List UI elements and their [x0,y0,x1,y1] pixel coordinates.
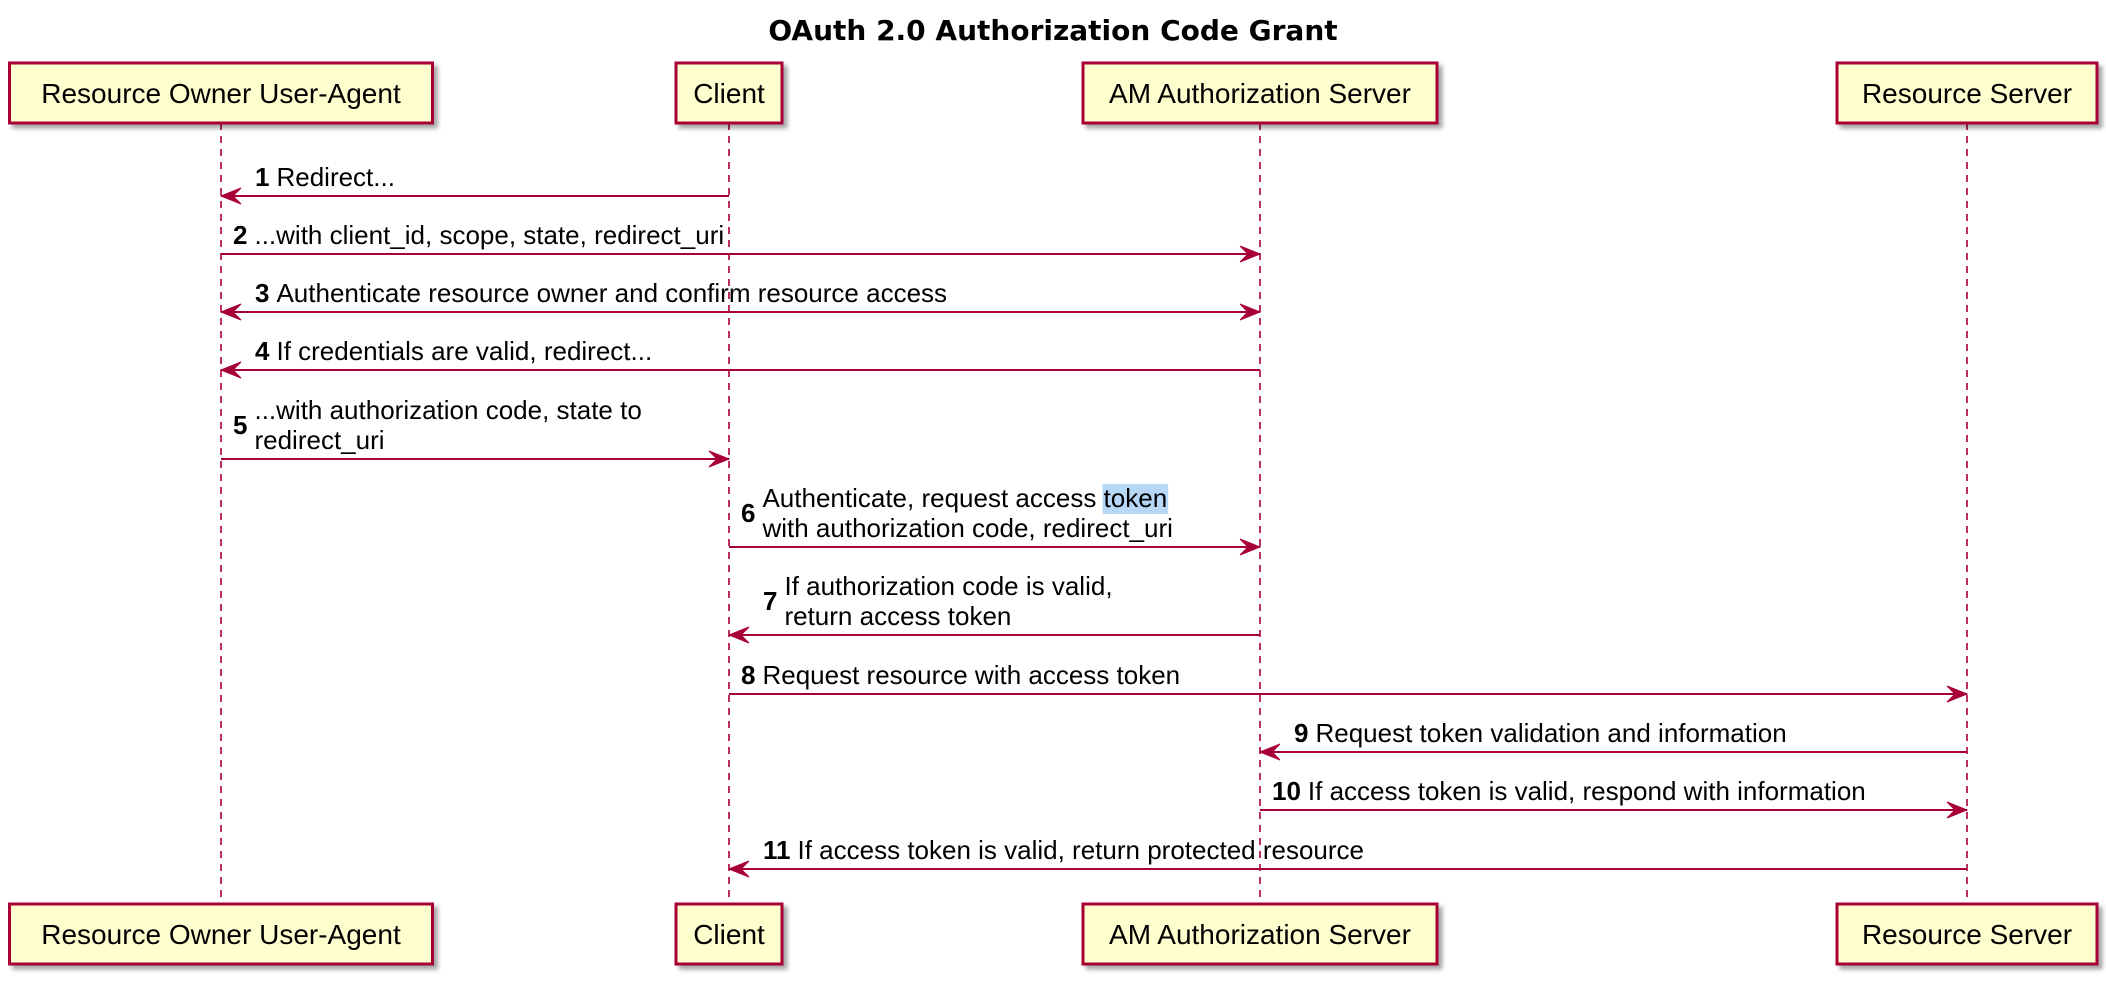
participant-label: AM Authorization Server [1109,78,1411,109]
message-text: Request token validation and information [1315,718,1786,748]
participant-rs-top: Resource Server [1835,61,2099,125]
participant-label: Client [693,919,765,950]
participant-label: AM Authorization Server [1109,919,1411,950]
participant-label: Resource Owner User-Agent [41,78,401,109]
message-text: ...with authorization code, state to [254,395,641,425]
participant-label: Resource Owner User-Agent [41,919,401,950]
participant-box [1081,61,1439,125]
message-text: with authorization code, redirect_uri [761,513,1172,543]
message-number: 7 [763,586,777,616]
arrowhead [219,187,242,205]
arrowhead [1239,538,1262,556]
message-text: Request resource with access token [762,660,1180,690]
message-text: Redirect... [276,162,395,192]
message-text: If access token is valid, respond with i… [1308,776,1866,806]
message-5: 5...with authorization code, state tored… [221,395,731,468]
text-selection-highlight [1102,484,1169,514]
arrowhead [1239,303,1262,321]
message-text: If access token is valid, return protect… [798,835,1365,865]
message-text: ...with client_id, scope, state, redirec… [254,220,724,250]
participant-box [8,902,434,966]
message-text: return access token [784,601,1011,631]
participant-box [674,61,784,125]
participant-label: Client [693,78,765,109]
participant-ua-bottom: Resource Owner User-Agent [8,902,434,966]
message-text: If authorization code is valid, [784,571,1112,601]
participant-am-top: AM Authorization Server [1081,61,1439,125]
arrowhead [1258,743,1281,761]
participant-box [1081,902,1439,966]
message-number: 11 [763,835,791,865]
message-2: 2...with client_id, scope, state, redire… [221,220,1262,263]
message-number: 2 [233,220,247,250]
message-number: 3 [255,278,269,308]
message-text: If credentials are valid, redirect... [276,336,652,366]
arrowhead [219,303,242,321]
message-number: 8 [741,660,755,690]
participant-ua-top: Resource Owner User-Agent [8,61,434,125]
participant-client-top: Client [674,61,784,125]
participant-client-bottom: Client [674,902,784,966]
message-number: 4 [255,336,270,366]
arrowhead [727,626,750,644]
message-number: 6 [741,498,755,528]
participant-label: Resource Server [1862,919,2072,950]
message-text: Authenticate, request access token [762,483,1167,513]
participant-box [8,61,434,125]
message-number: 1 [255,162,269,192]
message-number: 10 [1272,776,1301,806]
arrowhead [1946,685,1969,703]
arrowhead [1239,245,1262,263]
message-text: redirect_uri [254,425,384,455]
participant-box [1835,61,2099,125]
arrowhead [219,361,242,379]
participant-label: Resource Server [1862,78,2072,109]
participant-am-bottom: AM Authorization Server [1081,902,1439,966]
diagram-title: OAuth 2.0 Authorization Code Grant [768,14,1337,47]
participant-box [1835,902,2099,966]
message-number: 5 [233,410,247,440]
arrowhead [708,450,731,468]
message-number: 9 [1294,718,1308,748]
arrowhead [727,860,750,878]
arrowhead [1946,801,1969,819]
participant-rs-bottom: Resource Server [1835,902,2099,966]
participant-box [674,902,784,966]
message-text: Authenticate resource owner and confirm … [276,278,947,308]
